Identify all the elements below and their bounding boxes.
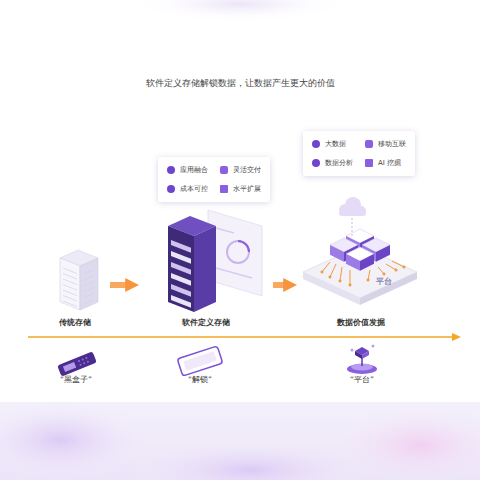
flow-arrow [273, 282, 286, 288]
vent-line [63, 268, 77, 274]
feature-icon [312, 140, 320, 148]
vent-line [84, 294, 94, 299]
rack-unit [171, 240, 191, 253]
feature-item: 移动互联 [365, 139, 406, 149]
platform-label: 平台 [376, 277, 392, 287]
feature-text: 灵活交付 [233, 165, 261, 175]
data-wire [392, 261, 404, 267]
feature-callout: 应用融合 灵活交付成本可控 水平扩展 [158, 157, 270, 202]
rack-unit [171, 273, 191, 286]
flow-arrow [110, 282, 128, 288]
rack-unit [171, 295, 191, 308]
feature-item: 大数据 [312, 139, 353, 149]
feature-icon [167, 185, 175, 193]
feature-text: 水平扩展 [233, 184, 261, 194]
feature-text: 大数据 [325, 139, 346, 149]
feature-text: 应用融合 [180, 165, 208, 175]
wire-dot [383, 273, 385, 275]
vent-line [84, 300, 94, 305]
diagram-title: 软件定义存储解锁数据，让数据产生更大的价值 [0, 77, 480, 90]
wire-dot [349, 284, 351, 286]
vent-line [63, 290, 77, 296]
feature-icon [220, 166, 228, 174]
stage-node: 传统存储 [43, 246, 107, 328]
stage-label: 传统存储 [43, 318, 107, 328]
stage-label: 软件定义存储 [142, 318, 270, 328]
stage-label: 数据价值发掘 [300, 318, 422, 328]
wire-dot [329, 276, 331, 278]
data-wire [340, 267, 342, 281]
feature-phone-icon [57, 351, 97, 376]
rack-unit [171, 262, 191, 275]
smartphone-icon [177, 346, 223, 376]
vent-line [84, 282, 94, 287]
feature-item: AI 挖掘 [365, 158, 406, 168]
wire-dot [403, 266, 405, 268]
data-wire [330, 264, 336, 277]
rack-unit [171, 284, 191, 297]
traditional-server [60, 250, 98, 310]
feature-item: 灵活交付 [220, 165, 261, 175]
data-wire [386, 264, 396, 270]
cloud [339, 197, 366, 216]
vent-line [63, 296, 77, 302]
feature-item: 数据分析 [312, 158, 353, 168]
timeline [28, 333, 461, 341]
feature-text: 移动互联 [378, 139, 406, 149]
wire-dot [321, 271, 323, 273]
wire-dot [395, 269, 397, 271]
vent-line [63, 274, 77, 280]
server-cube [346, 247, 374, 271]
feature-icon [220, 185, 228, 193]
stage-node: 软件定义存储 [142, 206, 270, 328]
vent-line [63, 285, 77, 291]
vent-line [84, 270, 94, 275]
vent-line [63, 279, 77, 285]
feature-icon [167, 166, 175, 174]
feature-text: 数据分析 [325, 158, 353, 168]
data-wire [350, 270, 351, 285]
data-platform [303, 197, 417, 305]
phase-caption: “黑盒子” [60, 375, 92, 385]
stage-node: 数据价值发掘 [300, 196, 422, 328]
data-wire [322, 262, 330, 272]
vent-line [63, 301, 77, 307]
feature-item: 成本可控 [167, 184, 208, 194]
feature-item: 应用融合 [167, 165, 208, 175]
wire-dot [339, 280, 341, 282]
feature-callout: 大数据 移动互联数据分析 AI 挖掘 [303, 131, 415, 176]
feature-item: 水平扩展 [220, 184, 261, 194]
wire-dot [367, 279, 369, 281]
vent-line [84, 288, 94, 293]
platform-icon [347, 345, 377, 375]
feature-icon [365, 159, 373, 167]
vent-line [84, 276, 94, 281]
sds-server [168, 210, 262, 312]
rack-unit [171, 251, 191, 264]
phase-caption: “平台” [350, 375, 374, 385]
phase-caption: “解锁” [188, 375, 212, 385]
feature-icon [365, 140, 373, 148]
feature-icon [312, 159, 320, 167]
feature-text: AI 挖掘 [378, 158, 401, 168]
feature-text: 成本可控 [180, 184, 208, 194]
